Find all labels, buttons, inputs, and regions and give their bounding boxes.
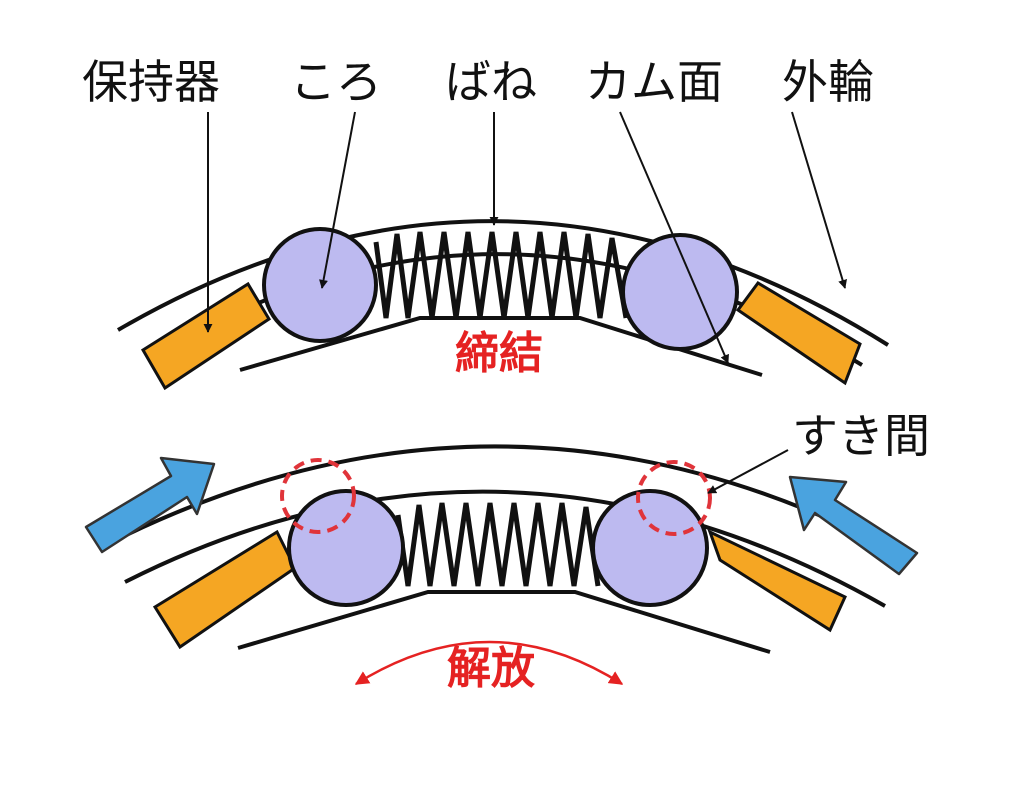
roller-left [287, 489, 405, 607]
outer-ring-outer-edge [116, 219, 890, 347]
retainer-left [152, 529, 297, 650]
retainer-left [140, 281, 272, 391]
leader-outer-ring [791, 111, 847, 289]
outer-ring-outer-edge [99, 444, 909, 560]
outer-ring-inner-edge [124, 489, 886, 608]
retainer-right [735, 281, 862, 386]
release-arrow [354, 640, 624, 686]
retainer-right [707, 529, 847, 633]
cam-surface [237, 590, 771, 654]
roller-left [262, 227, 378, 343]
locked-panel: 保持器 ころ ばね カム面 外輪 締結 [82, 55, 890, 391]
force-arrow-left [84, 456, 216, 554]
released-panel: すき間 解放 [84, 409, 930, 694]
label-gap: すき間 [792, 409, 930, 463]
label-roller: ころ [290, 55, 382, 109]
spring [373, 231, 629, 319]
leader-gap [707, 449, 789, 494]
label-spring: ばね [445, 55, 537, 109]
label-cam-surface: カム面 [585, 55, 723, 109]
force-arrow-right [788, 475, 919, 576]
roller-right [621, 233, 739, 351]
state-released: 解放 [447, 643, 535, 694]
leader-roller [319, 111, 356, 289]
label-outer-ring: 外輪 [782, 55, 874, 109]
state-locked: 締結 [455, 328, 543, 379]
leader-cam-surface [619, 111, 729, 364]
label-retainer: 保持器 [82, 55, 220, 109]
gap-highlight-right [636, 460, 712, 536]
gap-highlight-left [280, 458, 356, 534]
spring [395, 502, 601, 587]
roller-right [591, 489, 709, 607]
